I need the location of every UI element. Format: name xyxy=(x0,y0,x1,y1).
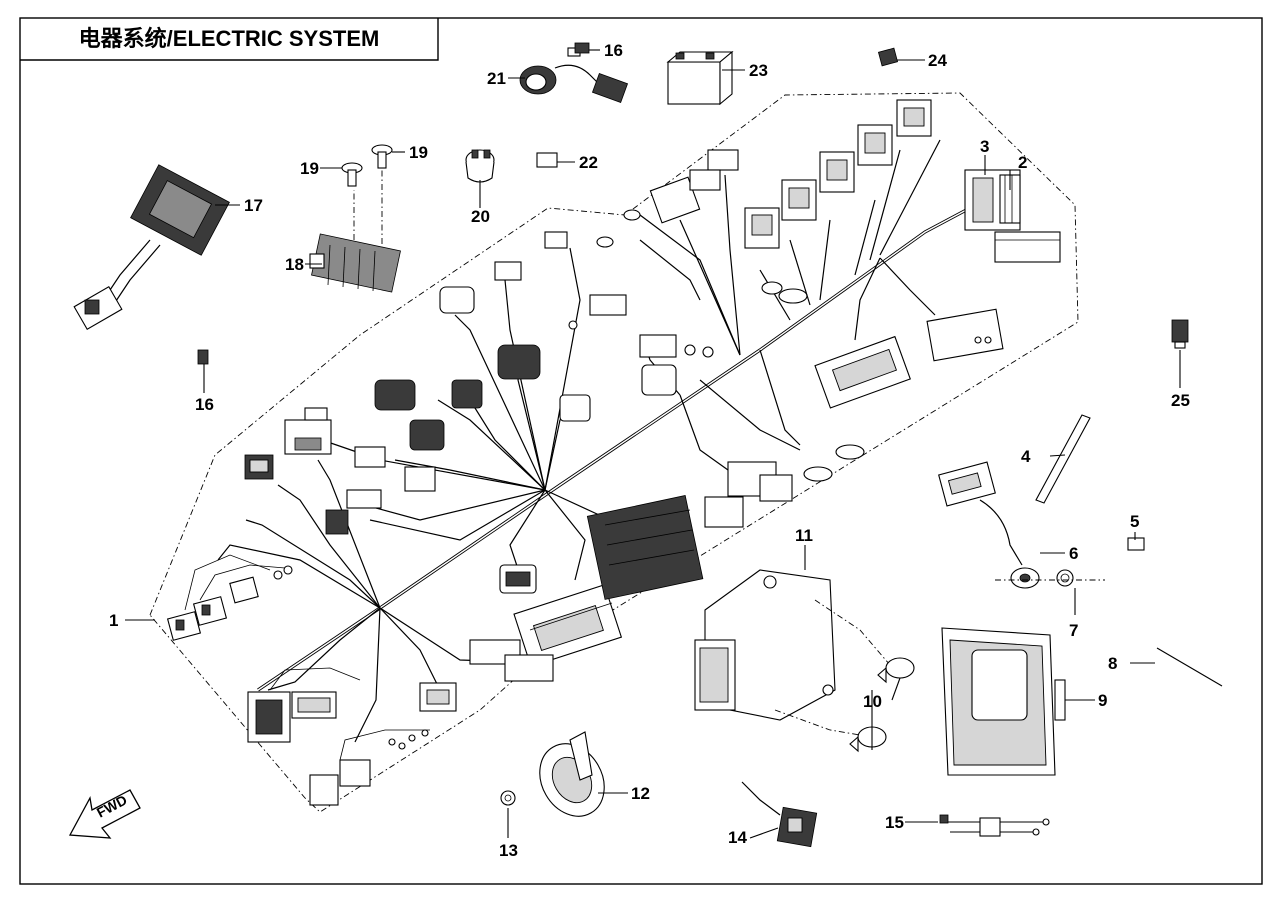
callout-9: 9 xyxy=(1098,691,1107,710)
callout-10: 10 xyxy=(863,692,882,711)
wiring-harness xyxy=(217,139,986,743)
horn xyxy=(539,731,605,817)
clip-16-left xyxy=(197,349,209,365)
battery xyxy=(666,50,734,106)
callout-14: 14 xyxy=(728,828,747,847)
fwd-arrow: FWD xyxy=(68,789,141,839)
harness-connectors xyxy=(166,99,1004,806)
callout-18: 18 xyxy=(285,255,304,274)
connector-22 xyxy=(536,152,558,168)
callout-13: 13 xyxy=(499,841,518,860)
callout-6: 6 xyxy=(1069,544,1078,563)
callout-16-left: 16 xyxy=(195,395,214,414)
callout-7: 7 xyxy=(1069,621,1078,640)
callout-21: 21 xyxy=(487,69,506,88)
callout-17: 17 xyxy=(244,196,263,215)
page-frame xyxy=(19,17,1263,885)
power-outlet xyxy=(519,47,629,104)
callout-16-top: 16 xyxy=(604,41,623,60)
voltage-regulator xyxy=(309,170,401,293)
rivets xyxy=(849,657,915,753)
callout-11: 11 xyxy=(795,526,813,545)
callout-22: 22 xyxy=(579,153,598,172)
ecu xyxy=(694,569,891,736)
title-box: 电器系统/ELECTRIC SYSTEM xyxy=(20,18,439,61)
callout-2: 2 xyxy=(1018,153,1027,172)
ecu-plug-connector xyxy=(513,584,623,668)
callout-8: 8 xyxy=(1108,654,1117,673)
nut xyxy=(500,790,516,806)
ecu-cover xyxy=(941,627,1066,776)
callout-5: 5 xyxy=(1130,512,1139,531)
flasher-relay xyxy=(1171,319,1189,349)
callout-24: 24 xyxy=(928,51,947,70)
battery-strap xyxy=(1035,414,1091,504)
relay-24 xyxy=(877,47,899,67)
callout-12: 12 xyxy=(631,784,650,803)
ground-cable xyxy=(938,461,1040,589)
socket xyxy=(465,149,495,183)
callout-20: 20 xyxy=(471,207,490,226)
callout-23: 23 xyxy=(749,61,768,80)
harness-outline xyxy=(149,92,1079,813)
clip-5 xyxy=(1127,537,1145,551)
sensor xyxy=(741,781,818,848)
leader-lines xyxy=(125,49,1181,839)
callout-19-right: 19 xyxy=(409,143,428,162)
cable-tie xyxy=(1156,647,1223,687)
callout-1: 1 xyxy=(109,611,118,630)
callout-4: 4 xyxy=(1021,447,1031,466)
bolts xyxy=(341,144,393,187)
flange-bolt xyxy=(995,569,1105,587)
page-title: 电器系统/ELECTRIC SYSTEM xyxy=(79,26,380,51)
callout-25: 25 xyxy=(1171,391,1190,410)
fuse xyxy=(999,174,1021,224)
callout-19-left: 19 xyxy=(300,159,319,178)
large-connector-block xyxy=(586,495,704,600)
callout-3: 3 xyxy=(980,137,989,156)
lead-wire xyxy=(939,814,1050,837)
clip-16-top xyxy=(574,42,590,54)
callout-labels: 1 2 3 4 5 6 7 8 9 10 11 12 13 14 15 16 1… xyxy=(109,41,1190,860)
callout-15: 15 xyxy=(885,813,904,832)
starter-relay xyxy=(73,164,230,331)
